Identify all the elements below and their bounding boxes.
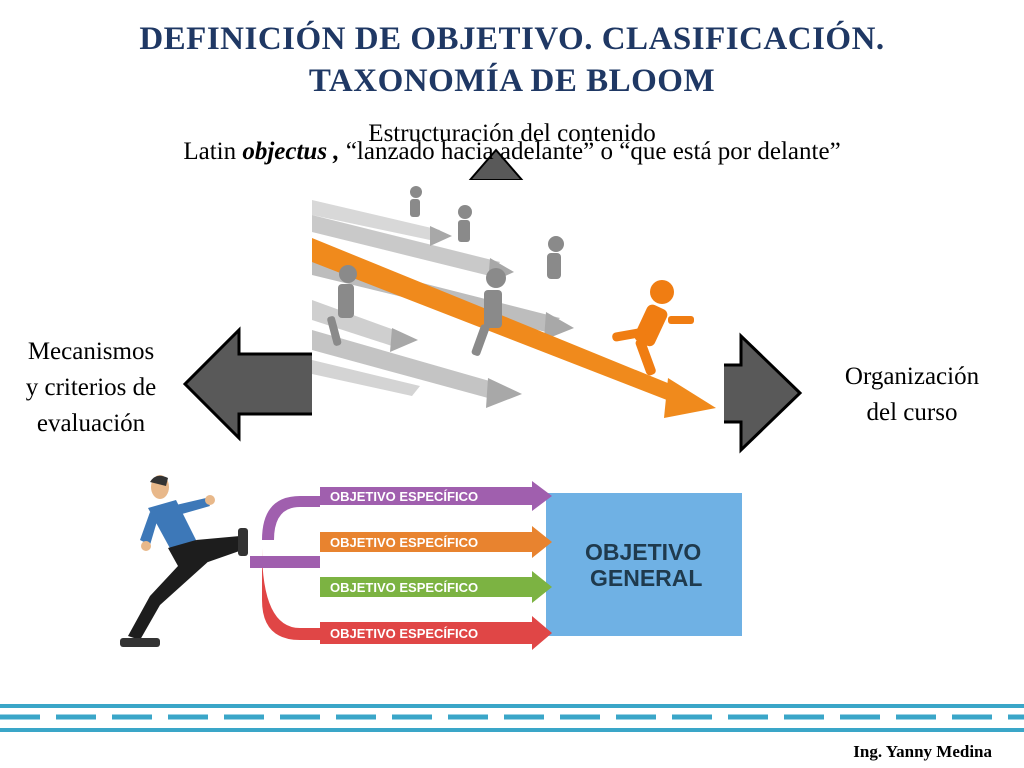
left-label: Mecanismos y criterios de evaluación [6, 334, 176, 442]
slide-title: DEFINICIÓN DE OBJETIVO. CLASIFICACIÓN. T… [40, 18, 984, 102]
specific-objective-arrow-2 [320, 526, 552, 558]
specific-objective-arrow-3 [320, 571, 552, 603]
slide-title-line-1: DEFINICIÓN DE OBJETIVO. CLASIFICACIÓN. [139, 21, 885, 57]
slide-title-line-2: TAXONOMÍA DE BLOOM [308, 63, 716, 99]
general-objective-label-2: GENERAL [590, 565, 702, 591]
left-label-line-3: evaluación [36, 410, 146, 437]
specific-objective-label-1: OBJETIVO ESPECÍFICO [330, 489, 478, 504]
general-objective-label-1: OBJETIVO [585, 539, 701, 565]
specific-objective-label-3: OBJETIVO ESPECÍFICO [330, 580, 478, 595]
subtitle: Latin objectus , “lanzado hacia adelante… [0, 138, 1024, 166]
specific-objective-label-2: OBJETIVO ESPECÍFICO [330, 535, 478, 550]
right-label: Organización del curso [818, 359, 1006, 431]
left-label-line-1: Mecanismos [27, 338, 155, 365]
right-label-line-1: Organización [844, 363, 980, 390]
footer-stripes [0, 704, 1024, 732]
left-arrow-shape [182, 326, 318, 442]
running-man-figure [120, 475, 248, 647]
specific-objective-label-4: OBJETIVO ESPECÍFICO [330, 626, 478, 641]
left-label-line-2: y criterios de [25, 374, 157, 401]
right-label-line-2: del curso [866, 399, 958, 426]
author-footer: Ing. Yanny Medina [853, 742, 992, 761]
top-label: Estructuración del contenido [368, 120, 656, 147]
runners-illustration [312, 180, 724, 432]
specific-objective-arrow-1 [320, 481, 552, 511]
subtitle-prefix: Latin [183, 138, 243, 165]
objectives-infographic: OBJETIVO ESPECÍFICO OBJETIVO ESPECÍFICO … [120, 475, 742, 650]
subtitle-meaning: “lanzado hacia adelante” o “que está por… [339, 138, 841, 165]
subtitle-term: objectus , [242, 138, 340, 165]
specific-objective-arrow-4 [320, 616, 552, 650]
general-objective-block [546, 493, 742, 636]
right-arrow-shape [716, 332, 803, 454]
